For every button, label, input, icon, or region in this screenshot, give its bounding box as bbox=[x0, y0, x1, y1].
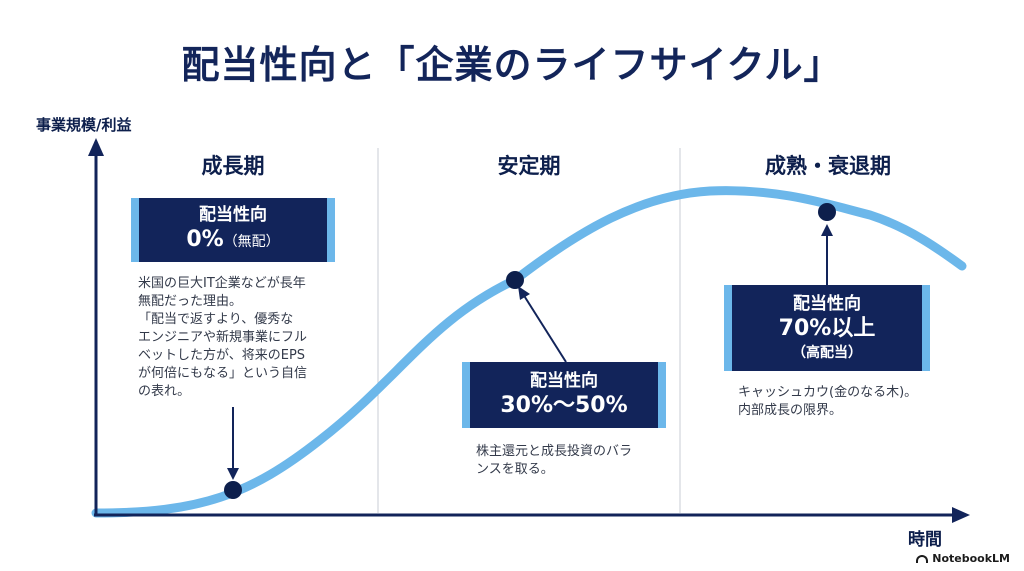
arrow-stable-head bbox=[518, 286, 530, 300]
brand-label: NotebookLM bbox=[932, 552, 1010, 565]
payout-box-mature-label: 配当性向 bbox=[793, 294, 861, 314]
payout-box-stable: 配当性向 30%〜50% bbox=[462, 362, 666, 428]
lifecycle-curve bbox=[91, 186, 967, 518]
description-mature: キャッシュカウ(金のなる木)。 内部成長の限界。 bbox=[738, 385, 918, 418]
arrow-growth-head bbox=[227, 468, 239, 480]
payout-box-mature-note: （高配当） bbox=[792, 345, 862, 361]
x-axis-arrow bbox=[952, 507, 970, 523]
arrow-mature-head bbox=[821, 224, 833, 236]
payout-box-growth-label: 配当性向 bbox=[199, 205, 267, 225]
payout-box-stable-value: 30%〜50% bbox=[500, 393, 628, 418]
y-axis-label: 事業規模/利益 bbox=[36, 116, 131, 134]
phase-label-stable: 安定期 bbox=[498, 154, 561, 178]
payout-box-growth-value: 0% bbox=[186, 227, 224, 252]
payout-box-growth-sub: （無配） bbox=[223, 234, 280, 250]
curve-point-growth bbox=[224, 481, 242, 499]
phase-label-growth: 成長期 bbox=[202, 154, 265, 178]
arrow-stable bbox=[522, 293, 567, 363]
payout-box-mature-value: 70%以上 bbox=[778, 316, 876, 341]
x-axis-label: 時間 bbox=[908, 529, 942, 550]
phase-label-mature: 成熟・衰退期 bbox=[765, 154, 891, 178]
payout-box-growth: 配当性向 0%（無配） bbox=[131, 198, 335, 262]
y-axis-arrow bbox=[88, 138, 104, 156]
description-stable: 株主還元と成長投資のバラ ンスを取る。 bbox=[476, 444, 633, 477]
description-growth: 米国の巨大IT企業などが長年 無配だった理由。 「配当で返すより、優秀な エンジ… bbox=[138, 276, 308, 399]
brand-watermark: NotebookLM bbox=[916, 552, 1010, 565]
payout-box-mature: 配当性向 70%以上 （高配当） bbox=[724, 285, 930, 371]
payout-box-stable-label: 配当性向 bbox=[530, 371, 598, 391]
curve-point-mature bbox=[818, 203, 836, 221]
page-title: 配当性向と「企業のライフサイクル」 bbox=[181, 43, 843, 87]
notebooklm-icon bbox=[916, 554, 929, 563]
payout-box-growth-value-line: 0%（無配） bbox=[186, 226, 279, 256]
curve-point-stable bbox=[506, 271, 524, 289]
